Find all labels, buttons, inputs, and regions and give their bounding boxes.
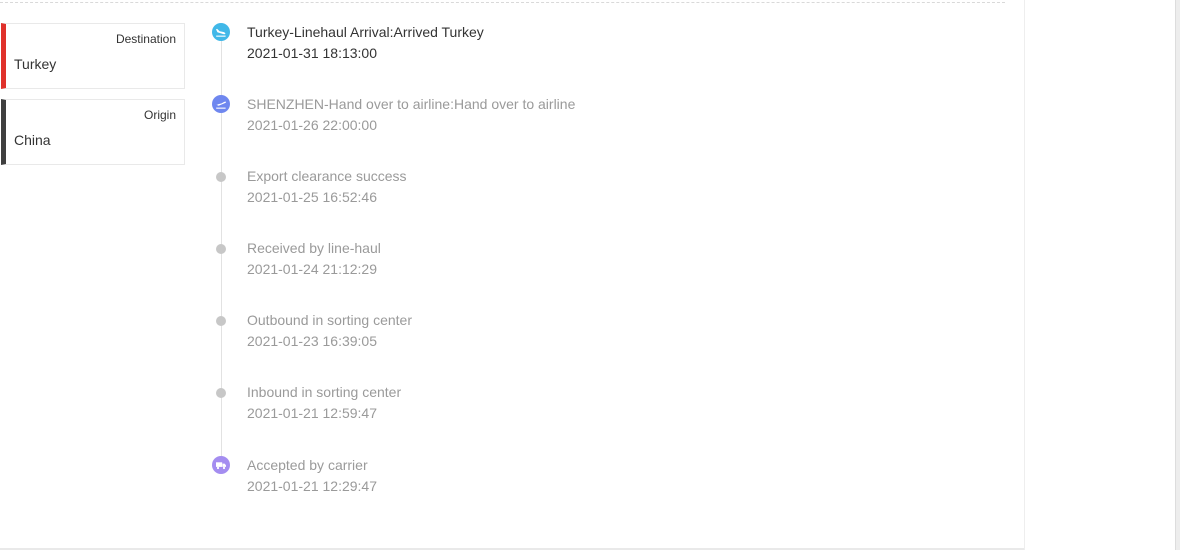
- plane-takeoff-icon: [212, 95, 230, 113]
- event-status: Export clearance success: [247, 168, 407, 184]
- bottom-divider: [0, 548, 1024, 550]
- timeline-event-outbound-sorting: Outbound in sorting center 2021-01-23 16…: [0, 312, 1000, 372]
- scrollbar[interactable]: [1175, 0, 1180, 550]
- dot-icon: [216, 172, 226, 182]
- destination-card: Destination Turkey: [1, 23, 185, 89]
- right-gutter: [1024, 0, 1176, 550]
- event-time: 2021-01-21 12:59:47: [247, 405, 377, 421]
- timeline-event-inbound-sorting: Inbound in sorting center 2021-01-21 12:…: [0, 384, 1000, 444]
- event-time: 2021-01-31 18:13:00: [247, 45, 377, 61]
- timeline-event-arrived-turkey: Turkey-Linehaul Arrival:Arrived Turkey 2…: [0, 23, 1000, 84]
- timeline-event-export-clearance: Export clearance success 2021-01-25 16:5…: [0, 168, 1000, 228]
- timeline-event-hand-over-airline: SHENZHEN-Hand over to airline:Hand over …: [0, 95, 1000, 156]
- event-time: 2021-01-23 16:39:05: [247, 333, 377, 349]
- event-time: 2021-01-21 12:29:47: [247, 478, 377, 494]
- dot-icon: [216, 316, 226, 326]
- event-status: Outbound in sorting center: [247, 312, 412, 328]
- destination-country: Turkey: [14, 56, 57, 72]
- destination-label: Destination: [115, 32, 176, 46]
- timeline-event-received-line-haul: Received by line-haul 2021-01-24 21:12:2…: [0, 240, 1000, 300]
- event-status: SHENZHEN-Hand over to airline:Hand over …: [247, 96, 576, 112]
- event-time: 2021-01-25 16:52:46: [247, 189, 377, 205]
- top-dashed-divider: [0, 2, 1005, 3]
- origin-label: Origin: [143, 108, 176, 122]
- event-status: Inbound in sorting center: [247, 384, 402, 400]
- dot-icon: [216, 388, 226, 398]
- event-status: Accepted by carrier: [247, 457, 368, 473]
- event-time: 2021-01-26 22:00:00: [247, 117, 377, 133]
- dot-icon: [216, 244, 226, 254]
- event-status: Received by line-haul: [247, 240, 381, 256]
- truck-icon: [212, 456, 230, 474]
- event-time: 2021-01-24 21:12:29: [247, 261, 377, 277]
- plane-landing-icon: [212, 23, 230, 41]
- origin-card: Origin China: [1, 99, 185, 165]
- timeline-event-accepted-by-carrier: Accepted by carrier 2021-01-21 12:29:47: [0, 456, 1000, 517]
- origin-country: China: [14, 132, 51, 148]
- event-status: Turkey-Linehaul Arrival:Arrived Turkey: [247, 24, 484, 40]
